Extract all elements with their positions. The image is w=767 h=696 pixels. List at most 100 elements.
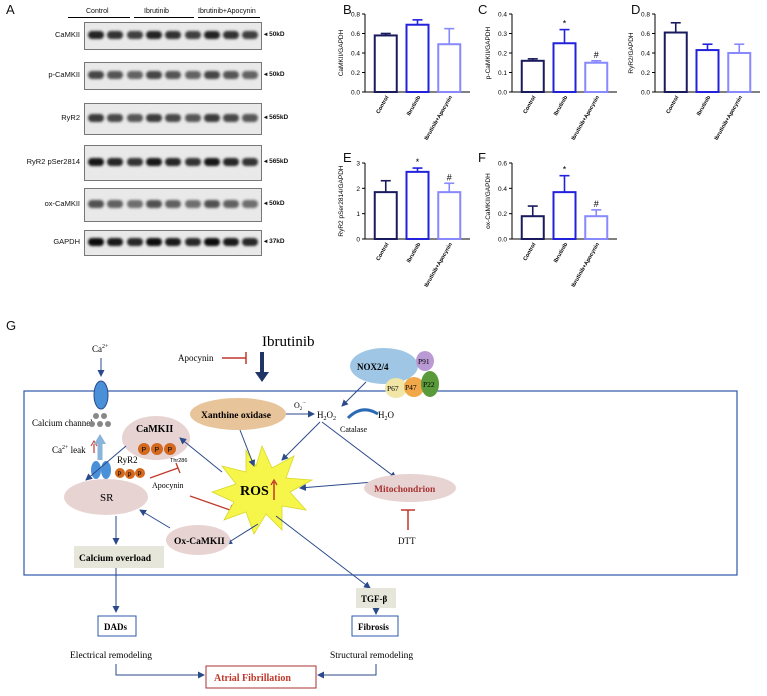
p67-label: P67 <box>387 384 399 393</box>
group-label-ibrutinib: Ibrutinib <box>144 8 169 15</box>
group-label-control: Control <box>86 8 109 15</box>
blot-band <box>203 158 220 166</box>
group-line-control <box>68 17 130 18</box>
bar <box>373 191 398 240</box>
kd-label: 565kD <box>269 114 289 121</box>
significance-mark: # <box>594 50 599 60</box>
ryr2-icon <box>91 461 101 479</box>
blot-row-label: CaMKII <box>54 30 80 39</box>
nox-ellipse <box>350 348 418 384</box>
blot-band <box>126 238 143 246</box>
blot-band <box>88 238 104 246</box>
panel-label-f: F <box>478 150 486 165</box>
blot-band <box>107 200 124 208</box>
blot-band <box>107 31 124 39</box>
p47-label: P47 <box>405 383 417 392</box>
tgf-box <box>356 588 396 608</box>
y-tick-label: 0.2 <box>641 70 650 77</box>
atrial-fibrillation-box <box>205 665 317 689</box>
bar <box>552 42 577 93</box>
ros-to-camkii-arrow <box>179 437 223 473</box>
y-tick-label: 3 <box>356 161 360 168</box>
svg-text:P: P <box>138 472 142 478</box>
blot-band <box>223 31 240 39</box>
calcium-overload-box <box>74 546 164 568</box>
category-label: Control <box>376 95 391 115</box>
blot-band <box>242 200 259 208</box>
fibrosis-box <box>351 615 399 637</box>
p67-icon <box>385 378 407 398</box>
mechanism-diagram: Ibrutinib Apocynin Ca2+ Calcium channel … <box>23 334 738 689</box>
apocynin-top-label: Apocynin <box>178 353 214 363</box>
category-label: Ibrutinib+Apocynin <box>714 94 745 141</box>
panel-label-b: B <box>343 2 352 17</box>
ca-label: Ca2+ <box>92 344 109 354</box>
p-label-1: P <box>142 447 147 454</box>
category-label: Ibrutinib <box>406 94 423 117</box>
panel-label-e: E <box>343 150 352 165</box>
blot-band <box>184 200 201 208</box>
category-label: Ibrutinib <box>696 94 713 117</box>
blot-band <box>223 114 240 122</box>
arrow-left-icon: ◂ <box>264 158 270 165</box>
y-axis-label: p-CaMKII/GAPDH <box>485 27 492 80</box>
ibrutinib-arrowhead <box>255 372 269 382</box>
bar <box>437 43 462 93</box>
bar <box>405 23 430 94</box>
y-tick-label: 0.0 <box>498 237 507 244</box>
bar <box>727 52 752 93</box>
blot-band <box>223 71 240 79</box>
significance-mark: * <box>416 157 420 167</box>
blot-band <box>223 158 240 166</box>
blot-band <box>88 200 104 208</box>
apocynin-inhibit-camkii <box>175 462 181 474</box>
kd-marker: ◂ 565kD <box>264 113 288 121</box>
blot-row-label: RyR2 <box>61 113 80 122</box>
oxcamkii-to-sr-arrow <box>139 509 171 529</box>
blot-band <box>88 114 104 122</box>
y-tick-label: 0.2 <box>498 211 507 218</box>
p91-icon <box>416 351 434 371</box>
oxcamkii-ellipse <box>166 525 230 555</box>
significance-mark: # <box>447 172 452 182</box>
panel-label-d: D <box>631 2 641 17</box>
blot-image <box>84 103 262 135</box>
blot-band <box>165 114 182 122</box>
bar <box>552 191 577 240</box>
category-label: Ibrutinib <box>406 241 423 264</box>
blot-band <box>242 71 259 79</box>
blot-band <box>242 31 259 39</box>
blot-band <box>126 158 143 166</box>
y-tick-label: 0.6 <box>351 31 360 38</box>
sr-label: SR <box>100 492 114 504</box>
oxcamkii-label: Ox-CaMKII <box>174 537 225 547</box>
blot-band <box>88 31 104 39</box>
blot-band <box>126 200 143 208</box>
calcium-channel-icon <box>93 380 109 410</box>
blot-band <box>184 158 201 166</box>
blot-band <box>107 238 124 246</box>
cell-boundary <box>23 390 738 576</box>
kd-marker: ◂ 37kD <box>264 237 285 245</box>
blot-band <box>88 158 104 166</box>
blot-row-label: ox-CaMKII <box>44 199 80 208</box>
kd-label: 50kD <box>269 71 285 78</box>
kd-marker: ◂ 50kD <box>264 30 285 38</box>
y-tick-label: 0.8 <box>351 12 360 19</box>
bar <box>520 59 545 93</box>
svg-text:P: P <box>118 472 122 478</box>
blot-band <box>145 238 162 246</box>
y-tick-label: 0.4 <box>498 12 507 19</box>
ros-to-oxcamkii-arrow <box>225 523 259 545</box>
y-tick-label: 0.2 <box>351 70 360 77</box>
camkii-phosphate-icon <box>138 443 176 455</box>
significance-mark: * <box>563 165 567 175</box>
camkii-to-ryr2-arrow <box>85 445 127 481</box>
significance-mark: * <box>563 19 567 29</box>
ros-to-tgf-arrow <box>275 515 371 589</box>
dads-label: DADs <box>104 622 127 632</box>
blot-band <box>107 114 124 122</box>
fibrosis-label: Fibrosis <box>358 622 389 632</box>
blot-band <box>145 31 162 39</box>
